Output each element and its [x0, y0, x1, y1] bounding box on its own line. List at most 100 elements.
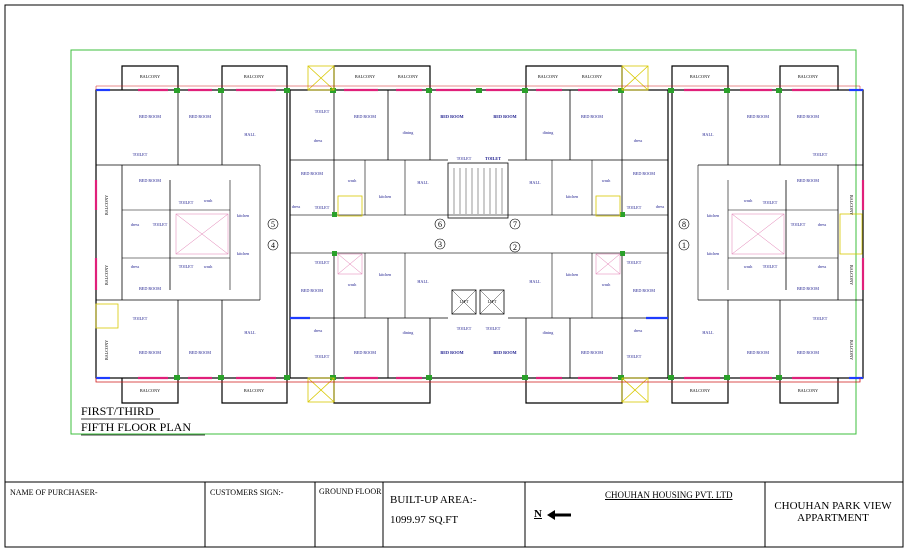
dress-label: dress [314, 328, 323, 333]
wash-label: wash [348, 178, 358, 183]
central-corridor [289, 214, 669, 254]
built-up-area-value: 1099.97 SQ.FT [390, 514, 459, 526]
wash-label: wash [744, 264, 754, 269]
toilet-label: TOILET [315, 260, 330, 265]
wash-label: wash [204, 264, 214, 269]
lift-label: LIFT [488, 299, 497, 304]
toilet-label: TOILET [133, 152, 148, 157]
dining-label: dining [543, 130, 555, 135]
staircase [447, 162, 509, 219]
dress-label: dress [818, 222, 827, 227]
balcony-label: BALCONY [244, 388, 264, 393]
bed-room-label: BED ROOM [139, 350, 161, 355]
plot-boundary [70, 49, 857, 435]
bed-room-label: BED ROOM [581, 114, 603, 119]
balcony-label: BALCONY [798, 74, 818, 79]
outer-wall-bottom-right-2 [779, 378, 839, 404]
hall-label: HALL [417, 180, 429, 185]
plan-title-line1: FIRST/THIRD [81, 404, 154, 418]
bed-room-label: BED ROOM [301, 171, 323, 176]
dress-label: dress [634, 328, 643, 333]
balcony-label: BALCONY [140, 388, 160, 393]
bed-room-label: BED ROOM [301, 288, 323, 293]
bed-room-label: BED ROOM [139, 114, 161, 119]
balcony-label: BALCONY [849, 340, 854, 360]
toilet-label: TOILET [153, 222, 168, 227]
bed-room-label: BED ROOM [797, 178, 819, 183]
balcony-label: BALCONY [104, 195, 109, 215]
toilet-label: TOILET [627, 260, 642, 265]
balcony-label: BALCONY [690, 74, 710, 79]
outer-wall-bottom-left-2 [221, 378, 288, 404]
flat-number-7: 7 [513, 220, 517, 229]
building-left-block [95, 89, 291, 379]
company-name: CHOUHAN HOUSING PVT. LTD [605, 490, 733, 500]
customer-sign-label: CUSTOMERS SIGN:- [210, 488, 284, 497]
outer-wall-right-wing [671, 65, 729, 90]
title-block [5, 481, 903, 547]
outer-wall-left-wing-2 [221, 65, 288, 90]
flat-number-3: 3 [438, 240, 442, 249]
dress-label: dress [634, 138, 643, 143]
flat-number-5: 5 [271, 220, 275, 229]
lift-right [479, 289, 505, 315]
toilet-label: TOILET [627, 354, 642, 359]
kitchen-label: kitchen [707, 251, 720, 256]
dress-label: dress [131, 222, 140, 227]
bed-room-label: BED ROOM [493, 350, 516, 355]
bed-room-label: BED ROOM [440, 114, 463, 119]
balcony-label: BALCONY [798, 388, 818, 393]
bed-room-label: BED ROOM [189, 350, 211, 355]
toilet-label: TOILET [763, 200, 778, 205]
toilet-label: TOILET [315, 205, 330, 210]
sheet-border [4, 4, 904, 548]
bed-room-label: BED ROOM [139, 178, 161, 183]
hall-label: HALL [244, 132, 256, 137]
toilet-label: TOILET [133, 316, 148, 321]
hall-label: HALL [702, 132, 714, 137]
flat-number-6: 6 [438, 220, 442, 229]
bed-room-label: BED ROOM [581, 350, 603, 355]
bed-room-label: BED ROOM [139, 286, 161, 291]
north-label: N [534, 508, 542, 520]
bed-room-label: BED ROOM [633, 288, 655, 293]
ground-floor-label: GROUND FLOOR [319, 487, 382, 496]
bed-room-label: BED ROOM [747, 114, 769, 119]
balcony-label: BALCONY [355, 74, 375, 79]
dress-label: dress [131, 264, 140, 269]
bed-room-label: BED ROOM [797, 114, 819, 119]
balcony-label: BALCONY [849, 265, 854, 285]
hall-label: HALL [529, 180, 541, 185]
hall-label: HALL [417, 279, 429, 284]
balcony-label: BALCONY [690, 388, 710, 393]
kitchen-label: kitchen [566, 272, 579, 277]
toilet-label: TOILET [791, 222, 806, 227]
hall-label: HALL [244, 330, 256, 335]
toilet-label: TOILET [485, 156, 501, 161]
bed-room-label: BED ROOM [633, 171, 655, 176]
bed-room-label: BED ROOM [797, 286, 819, 291]
toilet-label: TOILET [315, 354, 330, 359]
balcony-label: BALCONY [140, 74, 160, 79]
flat-number-4: 4 [271, 241, 275, 250]
kitchen-label: kitchen [707, 213, 720, 218]
built-up-area-label: BUILT-UP AREA:- [390, 494, 477, 506]
balcony-label: BALCONY [104, 265, 109, 285]
outer-wall-bottom-left [121, 378, 179, 404]
balcony-label: BALCONY [244, 74, 264, 79]
project-name-line1: CHOUHAN PARK VIEW [774, 500, 892, 512]
wash-label: wash [348, 282, 358, 287]
outer-wall-left-wing [121, 65, 179, 90]
flat-number-markers [267, 218, 690, 253]
toilet-label: TOILET [457, 326, 472, 331]
toilet-label: TOILET [627, 205, 642, 210]
plan-title-line2: FIFTH FLOOR PLAN [81, 420, 191, 434]
kitchen-label: kitchen [237, 213, 250, 218]
wash-label: wash [602, 178, 612, 183]
flat-number-1: 1 [682, 241, 686, 250]
dining-label: dining [403, 130, 415, 135]
lift-label: LIFT [460, 299, 469, 304]
bed-room-label: BED ROOM [354, 350, 376, 355]
hall-label: HALL [702, 330, 714, 335]
